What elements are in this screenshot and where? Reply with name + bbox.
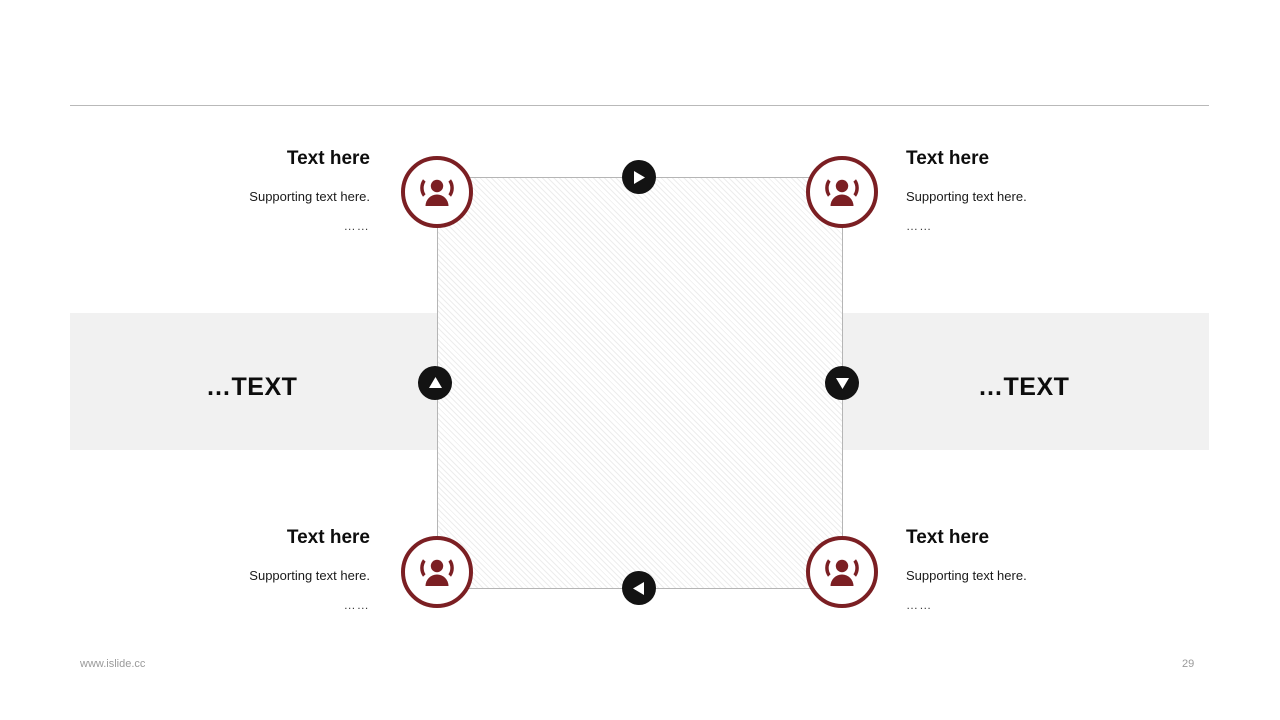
node-supporting: Supporting text here.: [249, 567, 370, 583]
node-ellipsis: ……: [906, 218, 933, 233]
node-supporting: Supporting text here.: [249, 188, 370, 204]
node-title: Text here: [286, 148, 370, 169]
header-divider-rule: [70, 105, 1209, 106]
footer-page-number: 29: [1182, 658, 1195, 670]
node-top-right[interactable]: [806, 156, 878, 228]
arrow-left-badge-icon[interactable]: [622, 571, 656, 605]
node-title: Text here: [906, 148, 990, 169]
node-title: Text here: [286, 527, 370, 548]
text-block-bottom-left: Text here Supporting text here. ……: [70, 527, 370, 611]
text-block-bottom-right: Text here Supporting text here. ……: [906, 527, 1206, 611]
people-group-icon: [824, 177, 860, 207]
band-label-left: …TEXT: [206, 373, 298, 401]
node-bottom-right[interactable]: [806, 536, 878, 608]
text-block-top-left: Text here Supporting text here. ……: [70, 148, 370, 232]
node-supporting: Supporting text here.: [906, 567, 1027, 583]
text-block-top-right: Text here Supporting text here. ……: [906, 148, 1206, 232]
node-ellipsis: ……: [906, 597, 933, 612]
center-hatched-panel: [437, 177, 842, 588]
node-title: Text here: [906, 527, 990, 548]
people-group-icon: [419, 177, 455, 207]
node-ellipsis: ……: [343, 597, 370, 612]
footer-website-url[interactable]: www.islide.cc: [80, 658, 146, 670]
people-group-icon: [824, 557, 860, 587]
arrow-up-badge-icon[interactable]: [418, 366, 452, 400]
people-group-icon: [419, 557, 455, 587]
node-supporting: Supporting text here.: [906, 188, 1027, 204]
band-label-right: …TEXT: [978, 373, 1070, 401]
node-bottom-left[interactable]: [401, 536, 473, 608]
arrow-right-badge-icon[interactable]: [622, 160, 656, 194]
arrow-down-badge-icon[interactable]: [825, 366, 859, 400]
node-ellipsis: ……: [343, 218, 370, 233]
node-top-left[interactable]: [401, 156, 473, 228]
